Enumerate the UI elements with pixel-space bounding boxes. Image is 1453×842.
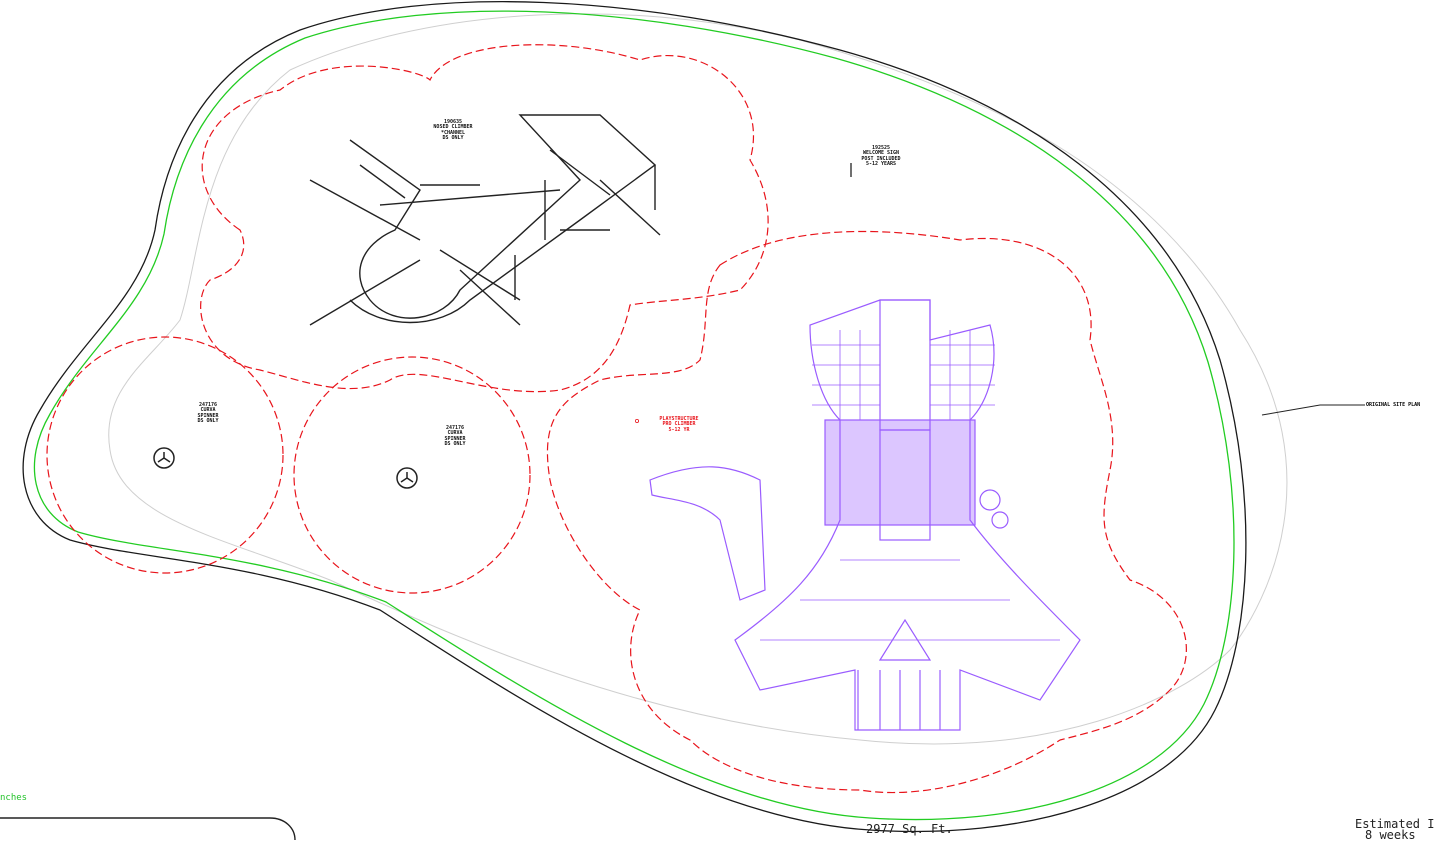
structure-label: PLAYSTRUCTURE PRO CLIMBER 5-12 YR bbox=[659, 416, 699, 433]
safety-zone-structure bbox=[546, 230, 1187, 794]
estimated-label-line2: 8 weeks bbox=[1365, 828, 1416, 842]
spinner-mid-icon bbox=[396, 467, 418, 489]
climber-equipment bbox=[309, 114, 661, 326]
green-boundary bbox=[33, 10, 1235, 821]
outer-boundary bbox=[22, 1, 1247, 833]
structure-marker bbox=[635, 418, 640, 423]
original-site-label: ORIGINAL SITE PLAN bbox=[1366, 402, 1421, 408]
safety-zone-spinner-mid bbox=[293, 356, 531, 594]
original-site-outline bbox=[108, 13, 1288, 745]
title-block-frame bbox=[0, 817, 296, 840]
original-site-leader bbox=[1261, 404, 1365, 416]
spinner-left-icon bbox=[153, 447, 175, 469]
safety-zone-spinner-left bbox=[46, 336, 284, 574]
inches-note: nches bbox=[0, 793, 28, 803]
climber-label: 190635 NOSED CLIMBER *CHANNEL DS ONLY bbox=[433, 119, 473, 141]
spinner-left-label: 247176 CURVA SPINNER DS ONLY bbox=[197, 402, 219, 424]
spinner-mid-label: 247176 CURVA SPINNER DS ONLY bbox=[444, 425, 466, 447]
spinner-icons bbox=[153, 447, 418, 489]
play-structure bbox=[649, 299, 1081, 731]
sign-label: 192525 WELCOME SIGN POST INCLUDED 5-12 Y… bbox=[861, 145, 901, 167]
estimated-label-line1: Estimated I bbox=[1355, 817, 1435, 831]
structure-grid bbox=[760, 330, 1060, 641]
safety-zones bbox=[46, 44, 1187, 794]
area-label: 2977 Sq. Ft. bbox=[866, 822, 953, 836]
safety-zone-climber bbox=[200, 44, 769, 393]
